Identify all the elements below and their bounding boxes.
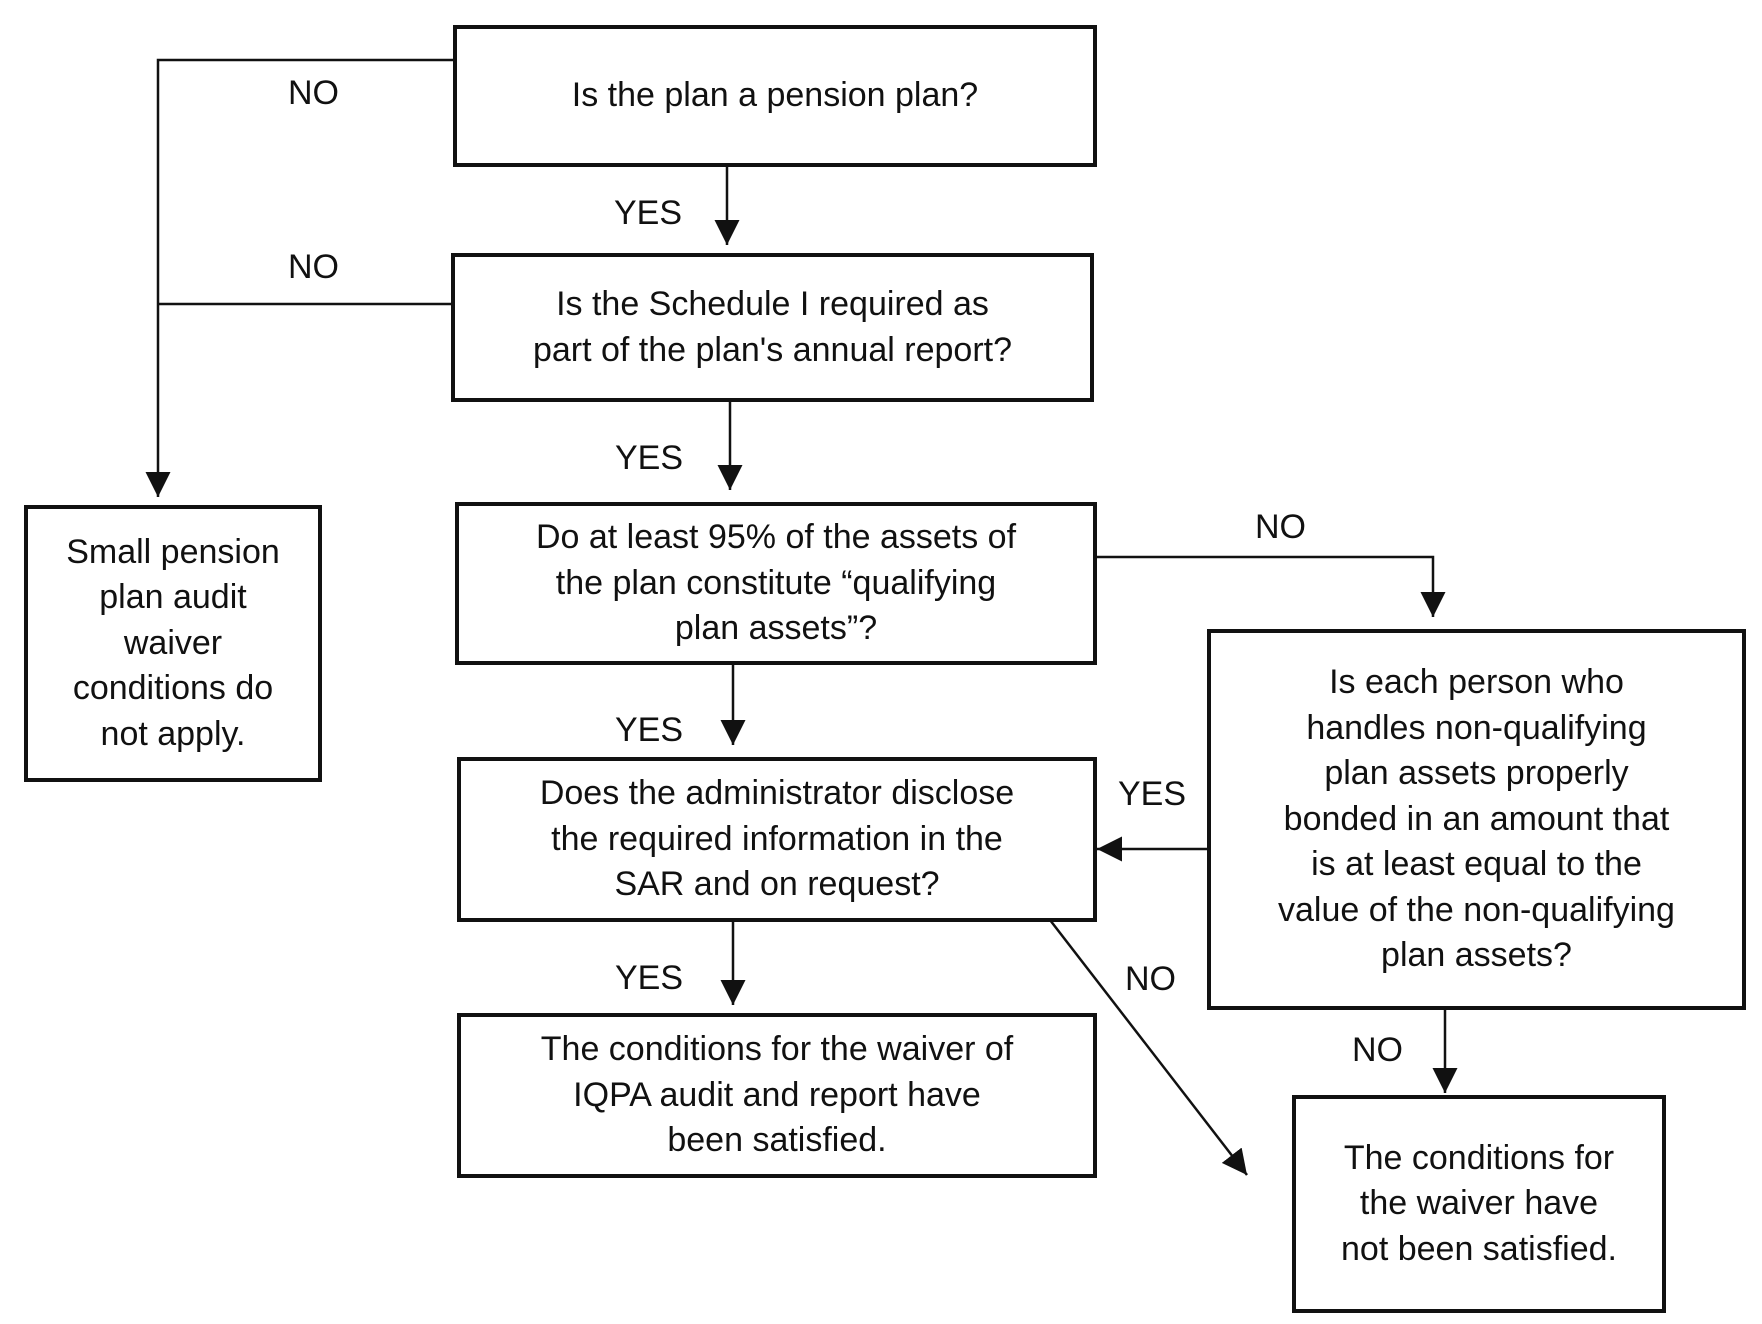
label-bonded-yes: YES	[1118, 775, 1187, 813]
label-pension-no: NO	[288, 74, 339, 112]
label-qualifying-yes: YES	[615, 711, 684, 749]
label-schedule-no: NO	[288, 248, 339, 286]
label-bonded-no: NO	[1352, 1031, 1403, 1069]
result-waiver-satisfied: The conditions for the waiver of IQPA au…	[457, 1013, 1097, 1178]
result-conditions-not-apply: Small pension plan audit waiver conditio…	[24, 505, 322, 782]
edge-pension-no	[145, 58, 457, 497]
question-schedule-i: Is the Schedule I required as part of th…	[451, 253, 1094, 402]
label-disclose-no: NO	[1125, 960, 1176, 998]
question-pension-plan: Is the plan a pension plan?	[453, 25, 1097, 167]
label-pension-yes: YES	[614, 194, 683, 232]
result-waiver-not-satisfied: The conditions for the waiver have not b…	[1292, 1095, 1666, 1313]
question-bonded: Is each person who handles non-qualifyin…	[1207, 629, 1746, 1010]
question-administrator-disclose: Does the administrator disclose the requ…	[457, 757, 1097, 922]
label-schedule-yes: YES	[615, 439, 684, 477]
label-disclose-yes: YES	[615, 959, 684, 997]
label-qualifying-no: NO	[1255, 508, 1306, 546]
question-qualifying-assets: Do at least 95% of the assets of the pla…	[455, 502, 1097, 665]
edge-disclose-no	[1049, 919, 1248, 1176]
edge-qualifying-no	[1097, 555, 1446, 617]
